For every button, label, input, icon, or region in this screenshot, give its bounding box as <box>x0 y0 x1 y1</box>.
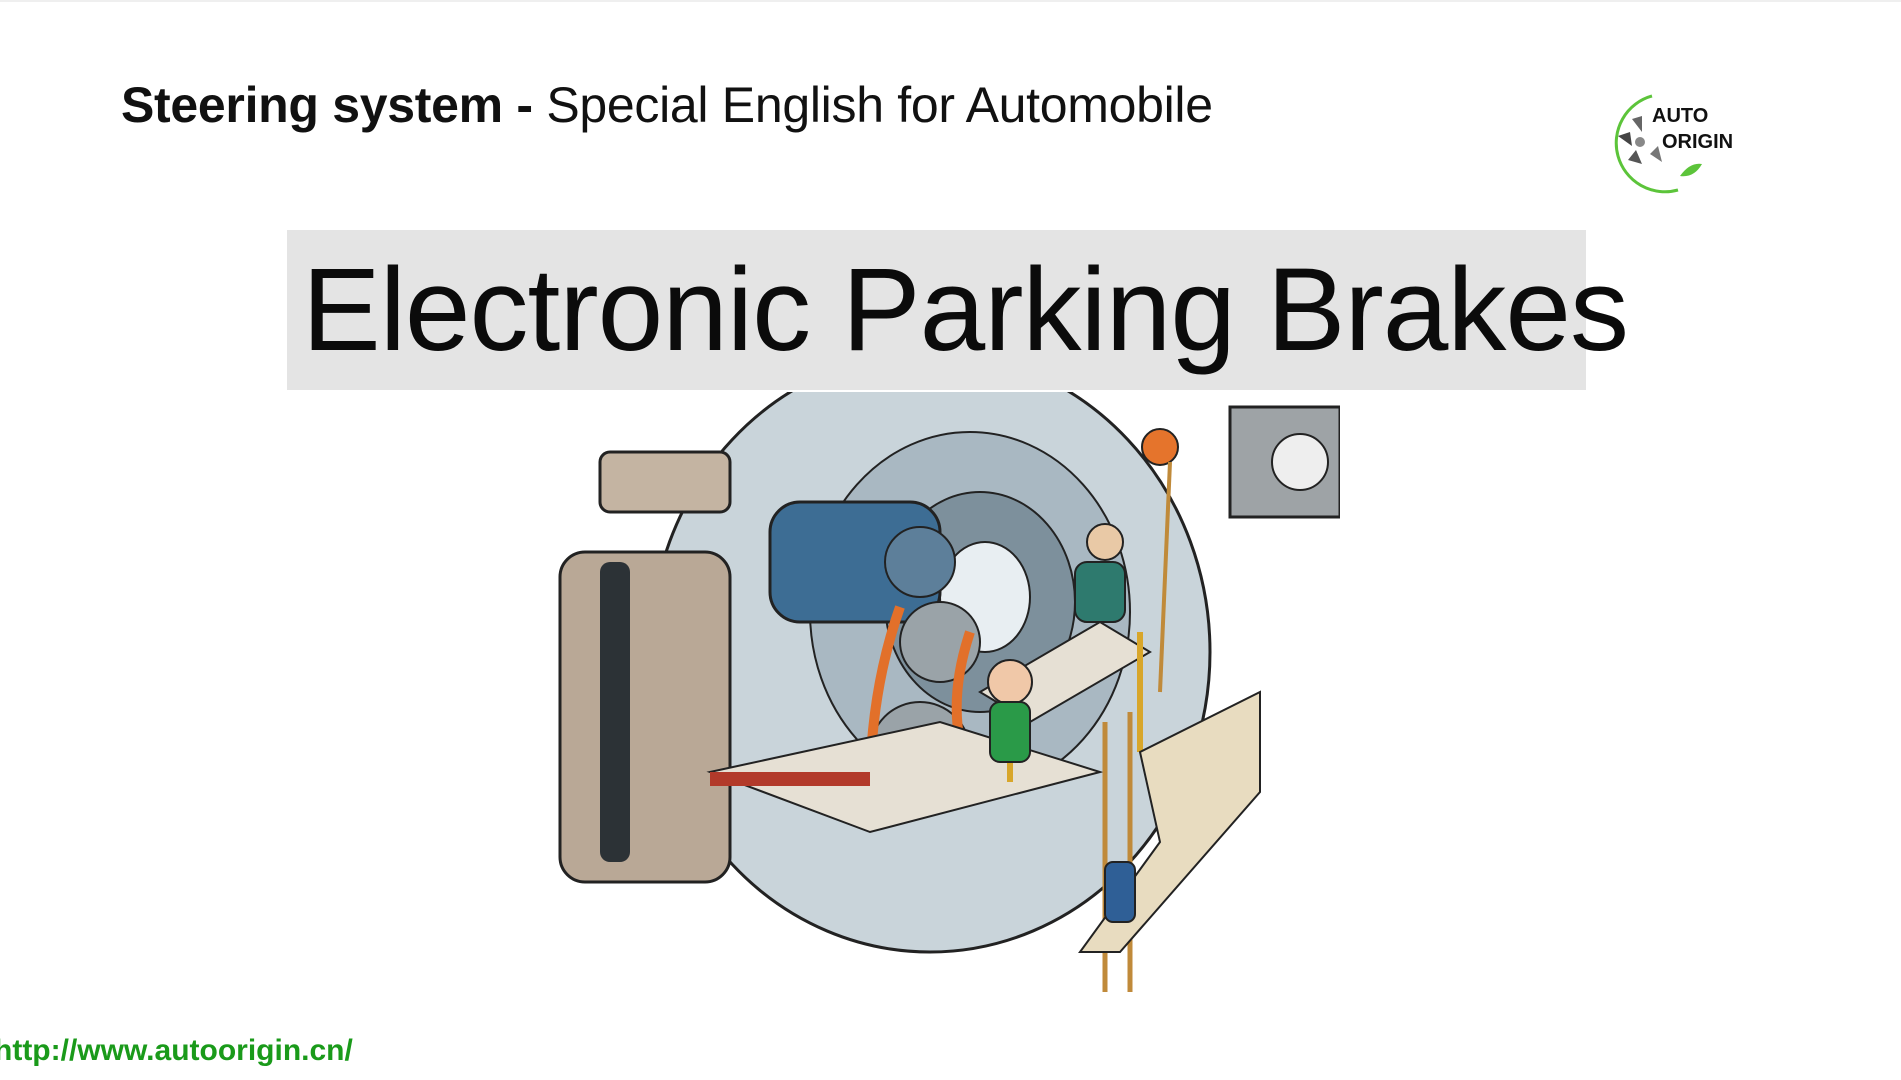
svg-text:ORIGIN: ORIGIN <box>1662 131 1733 153</box>
auto-origin-logo: AUTO ORIGIN <box>1580 84 1760 204</box>
header-topic: Steering system - <box>121 77 533 133</box>
slide-header: Steering system - Special English for Au… <box>121 76 1213 134</box>
page-title: Electronic Parking Brakes <box>302 244 1629 376</box>
parking-brake-illustration <box>540 350 1342 1012</box>
svg-text:AUTO: AUTO <box>1652 105 1708 127</box>
title-band <box>287 230 1586 390</box>
website-link[interactable]: http://www.autoorigin.cn/ <box>0 1034 353 1067</box>
logo-icon: AUTO ORIGIN <box>1609 89 1733 199</box>
header-subtitle: Special English for Automobile <box>532 77 1213 133</box>
